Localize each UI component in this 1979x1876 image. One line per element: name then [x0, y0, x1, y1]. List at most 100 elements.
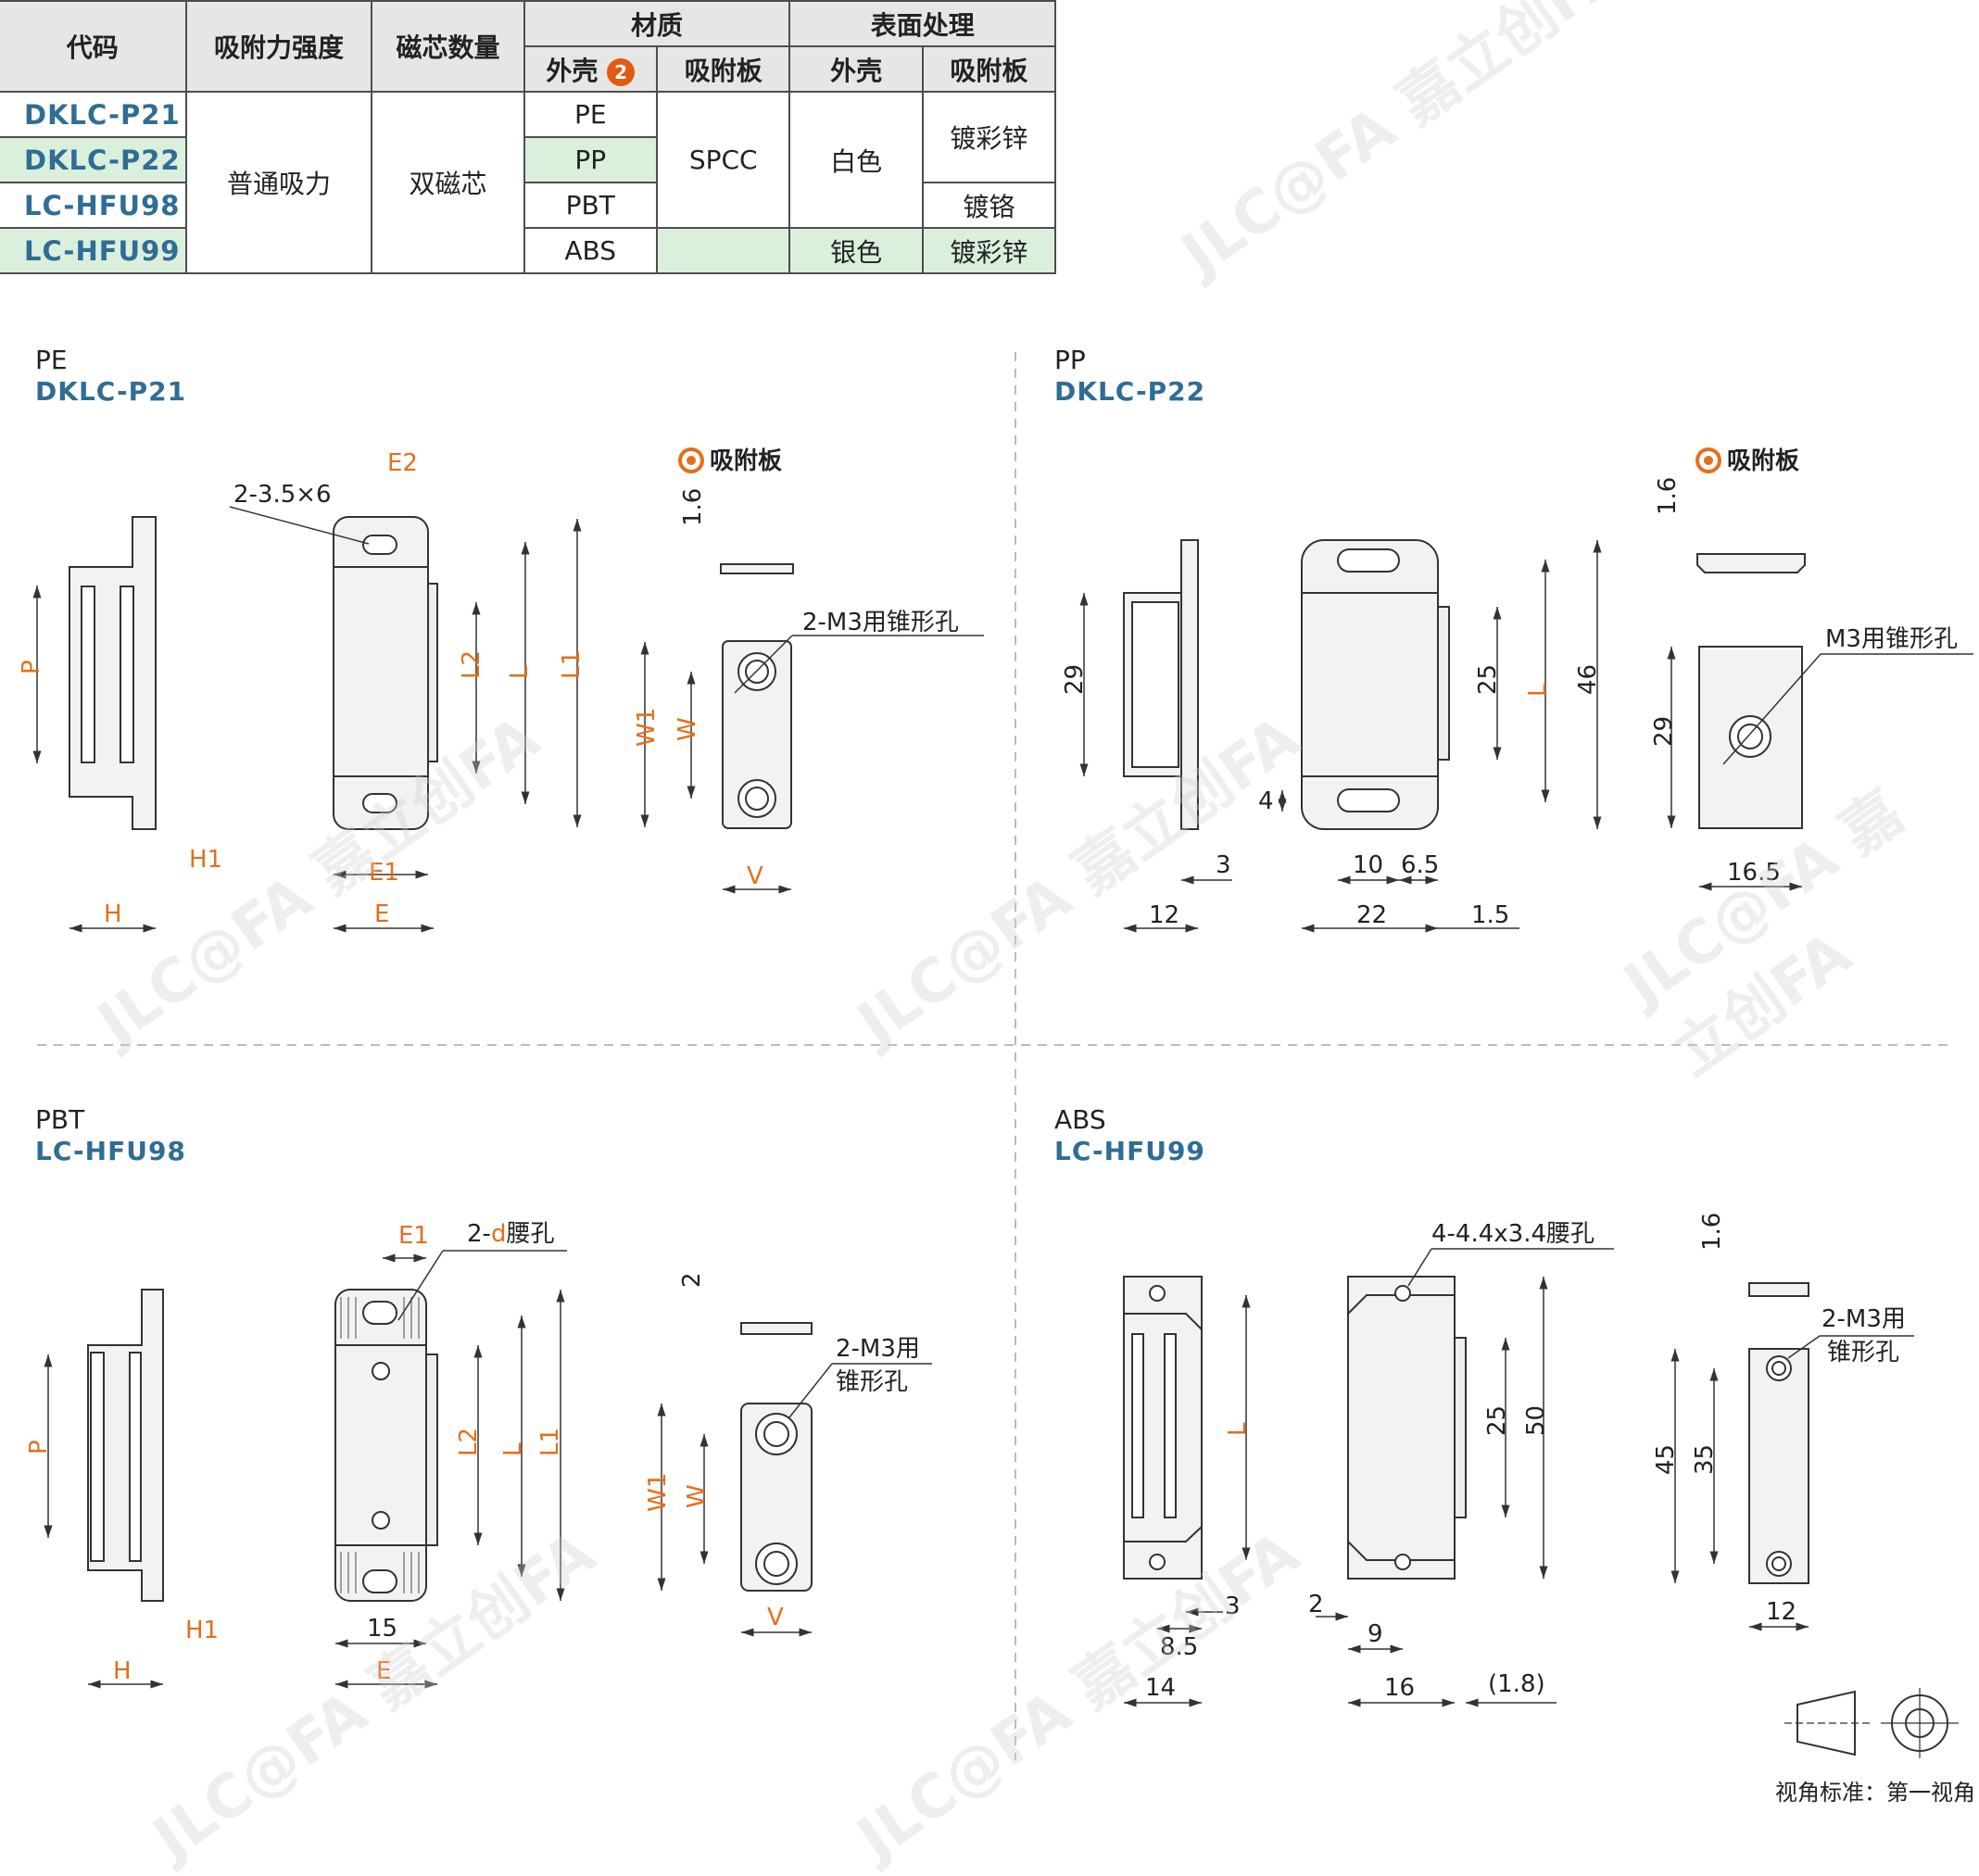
dim-label: 35: [1691, 1444, 1719, 1475]
csk-label: 锥形孔: [836, 1368, 908, 1396]
shell-material-cell: ABS: [523, 227, 658, 274]
csk-label: 2-M3用: [1821, 1305, 1906, 1333]
header-material-plate: 吸附板: [655, 45, 791, 93]
thickness-label: 2: [678, 1272, 706, 1288]
row-code: LC-HFU99: [0, 227, 187, 274]
plate-title: 吸附板: [710, 447, 782, 475]
shell-surface-cell: 白色: [788, 91, 924, 229]
header-code: 代码: [0, 0, 187, 93]
dim-label: 2: [1308, 1591, 1324, 1618]
plate-title: 吸附板: [1727, 447, 1799, 475]
plate-marker: [1695, 447, 1721, 473]
dim-label: L: [1224, 1422, 1252, 1436]
dim-label: 25: [1483, 1405, 1511, 1436]
dim-label: 12: [1766, 1598, 1796, 1626]
dim-label: L: [506, 665, 534, 679]
section-code: LC-HFU98: [35, 1136, 186, 1166]
section-code: DKLC-P21: [35, 376, 187, 407]
magnet-cell: 双磁芯: [371, 91, 525, 274]
dim-label: 16.5: [1727, 859, 1781, 887]
dim-label: 4: [1258, 787, 1274, 815]
dim-label: 12: [1149, 901, 1179, 929]
dim-label: 16: [1384, 1674, 1415, 1702]
dim-label: 46: [1574, 664, 1602, 695]
section-material: PE: [35, 345, 68, 375]
dim-label: E1: [369, 859, 399, 887]
section-material: ABS: [1054, 1104, 1106, 1135]
pbt-drawing: [87, 1289, 813, 1602]
dim-label: E2: [387, 449, 418, 477]
view-standard-note: 视角标准：第一视角: [1775, 1780, 1975, 1806]
dim-label: P: [25, 1440, 53, 1454]
csk-label: 2-M3用锥形孔: [802, 609, 959, 636]
dim-label: H: [113, 1657, 132, 1685]
section-title-pp: PP DKLC-P22: [1054, 345, 1205, 408]
dim-label: 15: [367, 1615, 397, 1643]
section-code: LC-HFU99: [1054, 1136, 1205, 1166]
dim-label: (1.8): [1488, 1670, 1545, 1698]
section-material: PP: [1054, 345, 1086, 375]
dim-label: L1: [558, 650, 586, 679]
header-magnet-count: 磁芯数量: [371, 0, 525, 93]
plate-surface-cell: 镀彩锌: [921, 91, 1057, 183]
dim-label: 3: [1216, 851, 1231, 879]
dim-label: 50: [1522, 1405, 1550, 1436]
header-surface: 表面处理: [788, 0, 1056, 47]
dim-label: 45: [1652, 1444, 1680, 1475]
dim-label: L1: [536, 1428, 564, 1456]
dim-label: W: [683, 1484, 711, 1508]
dim-label: H: [104, 900, 122, 928]
pp-drawing: [1123, 539, 1806, 830]
dim-label: 29: [1061, 664, 1089, 695]
dim-label: 1.5: [1471, 901, 1509, 929]
shell-material-cell: PBT: [523, 182, 658, 229]
section-material: PBT: [35, 1104, 85, 1135]
technical-drawings: E2 P L2 L L1 H1 E1 H E W1 W V 2-3.5×6 1.…: [18, 352, 1973, 1760]
csk-label: 锥形孔: [1827, 1339, 1899, 1366]
plate-material-cell: SPCC: [655, 91, 791, 229]
shell-material-cell: PP: [523, 136, 658, 183]
dim-label: W1: [644, 1473, 672, 1512]
dim-label: L: [499, 1442, 527, 1456]
dim-label: V: [747, 862, 763, 890]
dim-label: H1: [185, 1617, 219, 1644]
dim-label: 9: [1368, 1620, 1383, 1648]
dim-label: 3: [1225, 1593, 1241, 1620]
note-badge: 2: [607, 57, 636, 86]
dim-label: 6.5: [1401, 851, 1439, 879]
thickness-label: 1.6: [1698, 1213, 1726, 1251]
dim-label: 10: [1353, 851, 1383, 879]
strength-cell: 普通吸力: [184, 91, 373, 274]
plate-surface-cell: 镀彩锌: [921, 227, 1057, 274]
hole-label: 2-d腰孔: [467, 1220, 554, 1248]
section-title-pe: PE DKLC-P21: [35, 345, 186, 408]
section-title-abs: ABS LC-HFU99: [1054, 1104, 1205, 1167]
plate-marker: [678, 447, 704, 473]
dim-label: H1: [189, 846, 222, 874]
dim-label: 22: [1356, 901, 1387, 929]
abs-drawing: [1123, 1276, 1809, 1584]
dim-label: W1: [633, 708, 661, 747]
thickness-label: 1.6: [679, 488, 707, 526]
header-strength: 吸附力强度: [184, 0, 373, 93]
header-material-shell: 外壳 2: [523, 45, 658, 93]
dim-label: V: [767, 1604, 784, 1631]
csk-label: M3用锥形孔: [1825, 625, 1958, 653]
shell-surface-cell: 银色: [788, 227, 924, 274]
thickness-label: 1.6: [1654, 477, 1682, 515]
hole-label: 4-4.4x3.4腰孔: [1431, 1220, 1595, 1248]
table-row: DKLC-P22 PP: [0, 136, 1055, 183]
dim-label: L: [1524, 683, 1552, 697]
row-code: LC-HFU98: [0, 182, 187, 229]
table-row: LC-HFU99 ABS 银色 镀彩锌: [0, 227, 1057, 274]
dim-label: 14: [1145, 1674, 1176, 1702]
dim-label: E1: [398, 1222, 429, 1250]
dim-label: E: [376, 1657, 391, 1685]
row-code: DKLC-P22: [0, 136, 187, 183]
shell-material-cell: PE: [523, 91, 658, 138]
dim-label: L2: [455, 1428, 483, 1456]
header-surface-shell: 外壳: [788, 45, 924, 93]
header-material: 材质: [523, 0, 791, 47]
first-angle-projection-icon: [1784, 1688, 1959, 1758]
table-row: LC-HFU98 PBT 镀铬: [0, 182, 1057, 229]
